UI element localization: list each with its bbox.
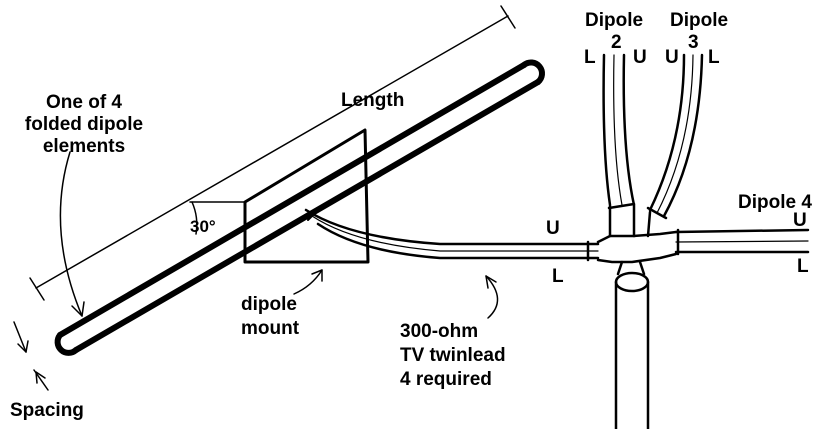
feed-lower-marker: L bbox=[552, 266, 564, 287]
dipole4-upper-marker: U bbox=[793, 210, 807, 231]
dipole3-right-marker: L bbox=[708, 47, 720, 68]
dipole4-lower-marker: L bbox=[797, 256, 809, 277]
twinlead-label-1: 300-ohm bbox=[400, 321, 478, 342]
dipole3-number: 3 bbox=[688, 32, 699, 53]
feed-upper-marker: U bbox=[546, 218, 560, 239]
element-label-3: elements bbox=[43, 136, 125, 157]
length-dimension bbox=[29, 5, 516, 301]
angle-label: 30° bbox=[190, 217, 216, 236]
mount-label-1: dipole bbox=[241, 294, 297, 315]
dipole2-label: Dipole bbox=[585, 10, 643, 31]
twinlead-label-2: TV twinlead bbox=[400, 345, 506, 366]
element-label-1: One of 4 bbox=[46, 92, 122, 113]
dipole2-left-marker: L bbox=[584, 47, 596, 68]
element-label-2: folded dipole bbox=[25, 114, 143, 135]
mount-label-2: mount bbox=[241, 318, 300, 339]
dipole2-right-marker: U bbox=[633, 47, 647, 68]
dipole3-label: Dipole bbox=[670, 10, 728, 31]
twinlead-label-3: 4 required bbox=[400, 369, 492, 390]
angle-indicator bbox=[189, 201, 246, 235]
spacing-dimension bbox=[13, 321, 49, 391]
length-label: Length bbox=[341, 90, 404, 111]
dipole-mount bbox=[243, 128, 370, 264]
dipole3-feed bbox=[646, 53, 704, 220]
spacing-label: Spacing bbox=[10, 400, 84, 421]
mast bbox=[614, 271, 650, 429]
dipole3-left-marker: U bbox=[665, 47, 679, 68]
dipole2-feed bbox=[602, 53, 636, 210]
dipole4-feed bbox=[674, 228, 810, 256]
callout-arrows bbox=[59, 151, 499, 319]
junction-plate bbox=[596, 204, 678, 276]
dipole2-number: 2 bbox=[611, 32, 622, 53]
folded-dipole-element bbox=[54, 59, 545, 356]
dipole4-label: Dipole 4 bbox=[738, 192, 812, 213]
twinlead-cable bbox=[304, 208, 600, 262]
